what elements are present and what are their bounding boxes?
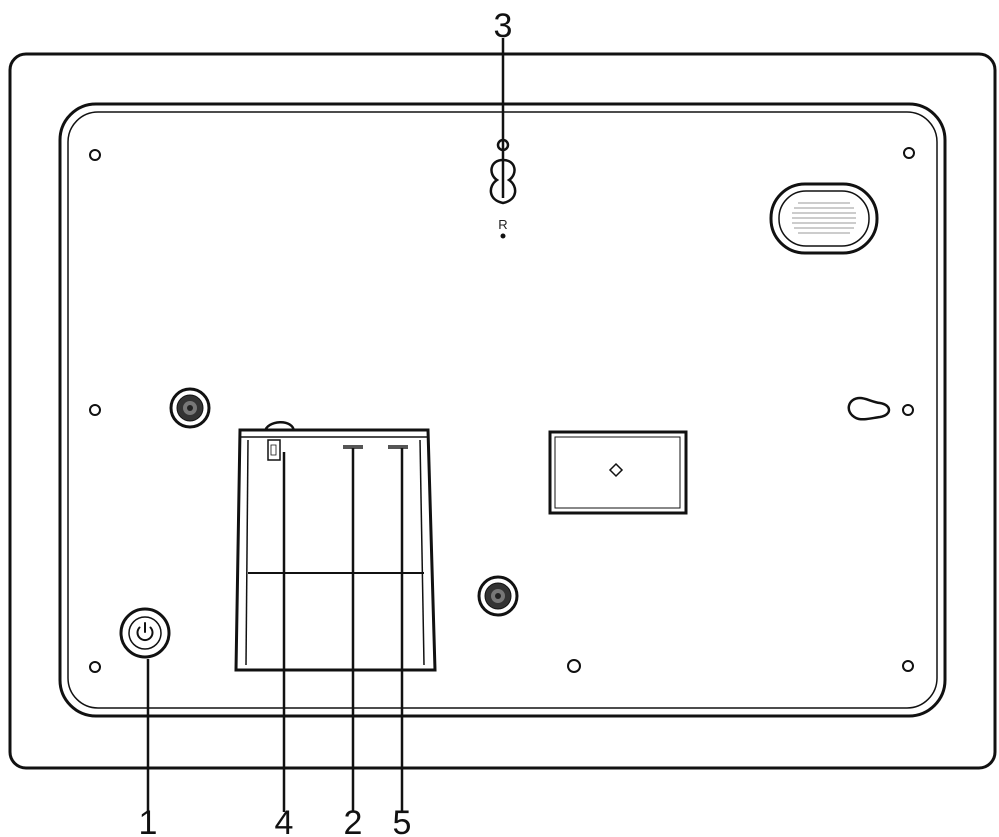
usb-port[interactable] xyxy=(343,445,363,449)
callout-1: 1 xyxy=(139,804,158,837)
screw-hole-mid-right xyxy=(902,404,914,416)
port-cover xyxy=(234,421,437,672)
power-button[interactable] xyxy=(119,607,171,659)
sd-card-slot[interactable] xyxy=(267,439,281,461)
speaker-grille-icon xyxy=(769,182,879,255)
label-plate xyxy=(548,430,688,515)
sd-card-icon xyxy=(270,444,277,456)
dc-in-port[interactable] xyxy=(388,445,408,449)
callout-4: 4 xyxy=(275,804,294,837)
side-keyhole-icon xyxy=(847,396,891,421)
port-cover-body xyxy=(234,428,437,672)
screw-hole-bottom-right xyxy=(902,660,914,672)
screw-hole-mid-left xyxy=(89,404,101,416)
screw-hole-top-left xyxy=(89,149,101,161)
callout-2: 2 xyxy=(344,804,363,837)
callout-leaders xyxy=(146,38,505,812)
reset-button[interactable] xyxy=(500,233,506,239)
screw-hole-bottom-center xyxy=(567,659,581,673)
screw-holes xyxy=(89,147,915,673)
stand-screw-left xyxy=(169,387,211,429)
callout-5: 5 xyxy=(393,804,412,837)
stand-screw-bottom xyxy=(477,575,519,617)
screw-hole-top-right xyxy=(903,147,915,159)
screw-hole-bottom-left xyxy=(89,661,101,673)
power-icon xyxy=(136,622,154,642)
callout-3: 3 xyxy=(494,7,513,45)
reset-label: R xyxy=(498,217,507,232)
